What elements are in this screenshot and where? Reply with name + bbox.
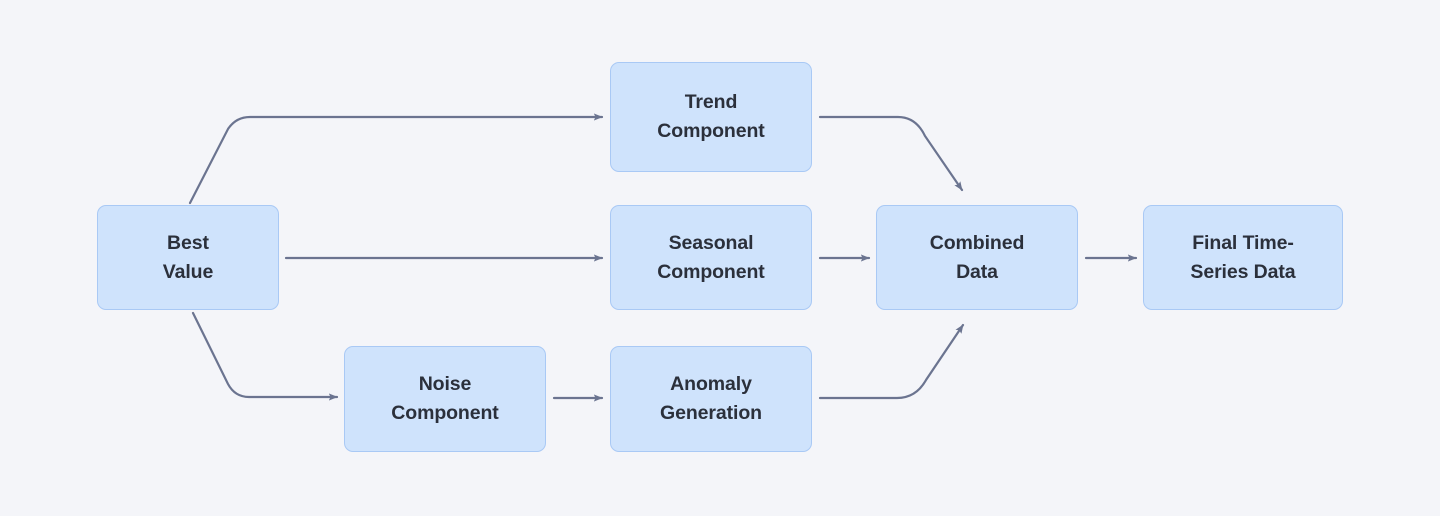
node-seasonal-component[interactable]: Seasonal Component	[610, 205, 812, 310]
node-label: Final Time- Series Data	[1190, 231, 1296, 283]
edge-anomaly-to-combined	[818, 323, 965, 400]
node-final-time-series-data[interactable]: Final Time- Series Data	[1143, 205, 1343, 310]
node-anomaly-generation[interactable]: Anomaly Generation	[610, 346, 812, 452]
node-combined-data[interactable]: Combined Data	[876, 205, 1078, 310]
node-label: Noise Component	[391, 373, 499, 424]
node-label: Seasonal Component	[657, 231, 765, 283]
node-label: Combined Data	[929, 231, 1025, 283]
node-best-value[interactable]: Best Value	[97, 205, 279, 310]
node-noise-component[interactable]: Noise Component	[344, 346, 546, 452]
node-label: Best Value	[162, 231, 214, 283]
edge-trend-to-combined	[818, 115, 964, 192]
node-label: Trend Component	[657, 91, 765, 142]
node-label: Anomaly Generation	[660, 373, 762, 424]
edge-best-value-to-noise	[191, 311, 339, 401]
node-trend-component[interactable]: Trend Component	[610, 62, 812, 172]
edge-best-value-to-trend	[188, 113, 604, 205]
